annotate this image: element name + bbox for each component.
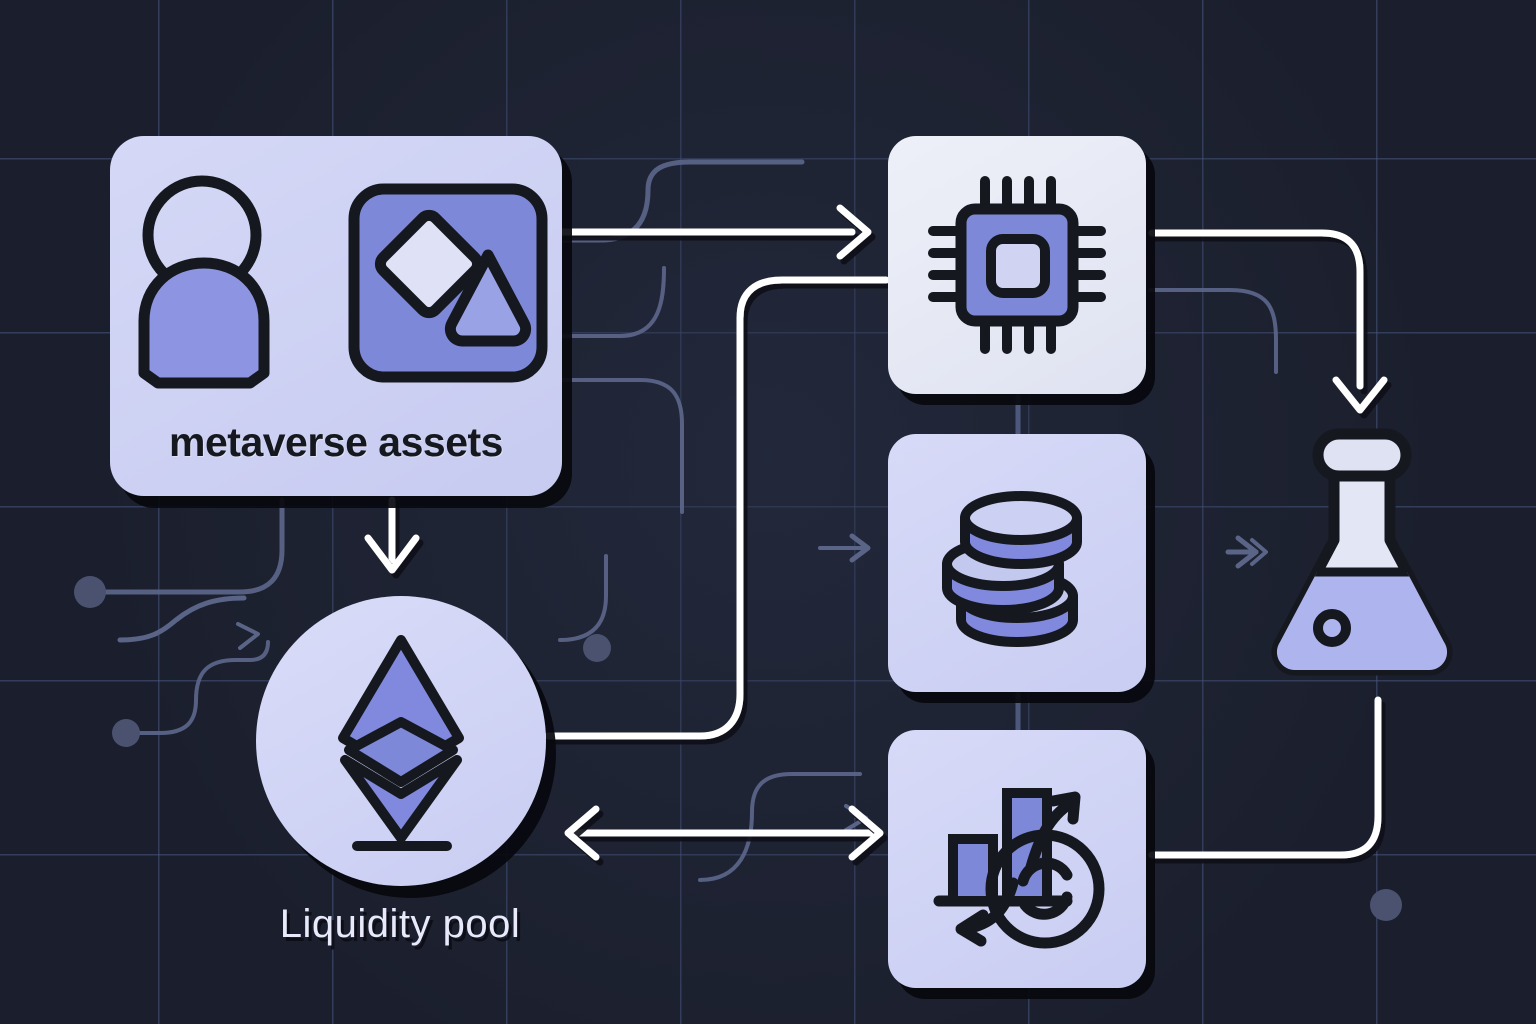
trace-dot-curve <box>117 595 247 643</box>
trace-arrow-pool <box>236 622 260 650</box>
trace-dot-4 <box>1370 889 1402 921</box>
flask-bubble <box>1313 609 1351 647</box>
erlenmeyer-flask-icon <box>1271 428 1453 676</box>
trace-dots <box>74 576 1402 921</box>
trace-bottom-s <box>698 772 862 882</box>
trace-pool-up <box>558 554 608 642</box>
trace-right-short <box>1148 288 1278 374</box>
ethereum-icon <box>338 635 464 851</box>
trace-dot-3 <box>583 634 611 662</box>
refresh-inner-arc-a <box>1017 857 1073 887</box>
connector-processor-to-flask <box>1148 229 1364 390</box>
liquidity-pool-label: Liquidity pool <box>279 902 521 946</box>
user-avatar-icon <box>138 175 270 388</box>
cpu-chip-icon <box>928 176 1106 354</box>
bar-chart-refresh-icon <box>933 788 1105 949</box>
connector-analytics-to-flask <box>1148 696 1382 859</box>
node-analytics[interactable] <box>888 730 1146 988</box>
node-processor[interactable] <box>888 136 1146 394</box>
node-metaverse-assets[interactable]: metaverse assets <box>110 136 562 496</box>
trace-arrow-db <box>849 533 871 563</box>
refresh-inner-arc-b <box>1019 891 1073 920</box>
trace-arrow-flask <box>1235 535 1259 569</box>
arrowhead-pool-left <box>564 805 600 861</box>
refresh-outer-circle <box>985 829 1105 949</box>
trace-arrow-flask-2 <box>1250 538 1268 566</box>
arrow-up-head <box>1047 791 1081 825</box>
trace-left-upper <box>87 497 285 595</box>
arrowhead-flask-in <box>1332 376 1388 414</box>
arrow-down-head <box>955 909 989 947</box>
node-token-stack[interactable] <box>888 434 1146 692</box>
metaverse-assets-label: metaverse assets <box>169 418 503 465</box>
shapes-asset-icon <box>348 183 548 382</box>
flask-lip <box>1312 428 1412 482</box>
metaverse-assets-icons <box>124 173 548 393</box>
trace-dot-2 <box>112 719 140 747</box>
trace-dot-1 <box>74 576 106 608</box>
trace-left-lower <box>124 640 270 735</box>
trace-top-s <box>559 159 805 243</box>
node-experiment-flask[interactable] <box>1262 420 1462 684</box>
node-liquidity-pool[interactable] <box>256 596 546 886</box>
arrowhead-pool-in <box>364 534 420 574</box>
connector-pool-to-processor <box>544 276 890 740</box>
trace-mid-down <box>560 378 684 514</box>
trace-mid-s <box>560 266 666 338</box>
arrowhead-processor-in <box>836 204 872 260</box>
coin-stack-icon <box>942 491 1082 647</box>
arrowhead-analytics-right <box>848 805 884 861</box>
